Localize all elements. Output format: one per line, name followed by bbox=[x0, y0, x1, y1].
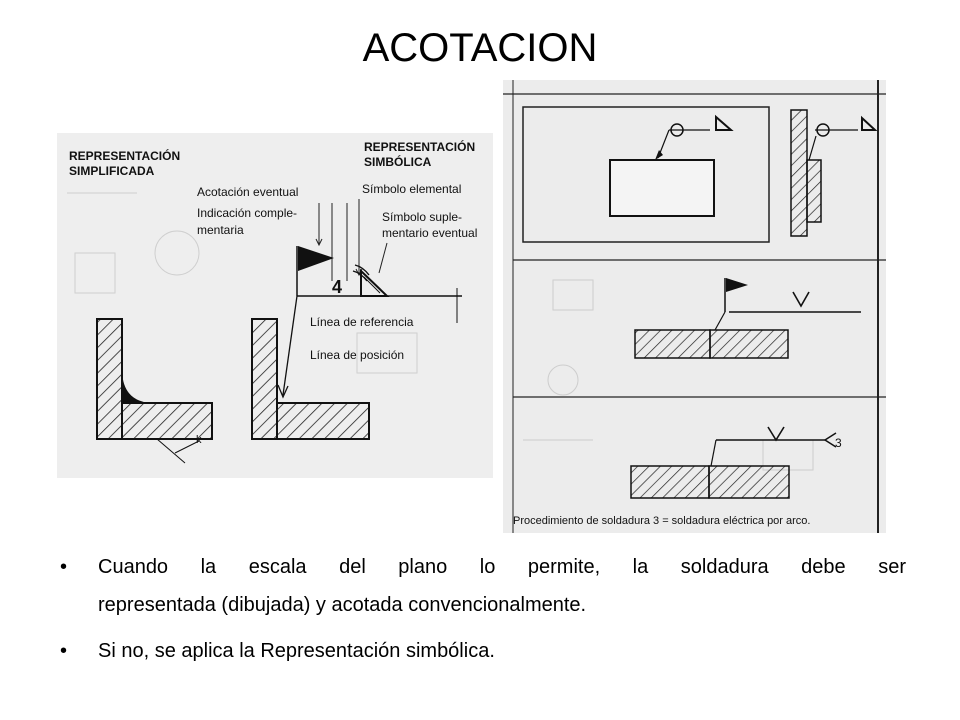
weld-process-drawing: 3 Procedimiento de soldadura 3 = soldadu… bbox=[503, 80, 886, 533]
leader-lines bbox=[315, 199, 388, 281]
label-indicacion-line2: mentaria bbox=[197, 223, 244, 237]
label-simbolo-suplementario-line2: mentario eventual bbox=[382, 226, 477, 240]
figure-caption: Procedimiento de soldadura 3 = soldadura… bbox=[513, 515, 810, 527]
section-dividers bbox=[503, 80, 886, 533]
bullet-1-line1: Cuando la escala del plano lo permite, l… bbox=[98, 556, 906, 578]
top-panel bbox=[522, 106, 878, 243]
weld-representation-figure: REPRESENTACIÓN SIMPLIFICADA REPRESENTACI… bbox=[57, 133, 493, 478]
label-indicacion-line1: Indicación comple- bbox=[197, 206, 297, 220]
simplified-joint: k bbox=[96, 318, 213, 464]
heading-symbolic-line1: REPRESENTACIÓN bbox=[364, 139, 475, 154]
bullet-2-line1: Si no, se aplica la Representación simbó… bbox=[98, 640, 495, 662]
label-acotacion-eventual: Acotación eventual bbox=[197, 185, 298, 199]
heading-simplified-line2: SIMPLIFICADA bbox=[69, 164, 155, 178]
bullet-item-1: • Cuando la escala del plano lo permite,… bbox=[58, 548, 906, 624]
weld-symbol: 4 bbox=[296, 246, 462, 323]
label-linea-referencia: Línea de referencia bbox=[310, 315, 414, 329]
bullet-item-2: • Si no, se aplica la Representación sim… bbox=[58, 632, 906, 670]
process-number: 3 bbox=[835, 436, 842, 450]
slide-title: ACOTACION bbox=[362, 26, 598, 70]
bullet-dot-icon: • bbox=[60, 556, 68, 578]
label-linea-posicion: Línea de posición bbox=[310, 348, 404, 362]
bullet-list: • Cuando la escala del plano lo permite,… bbox=[58, 548, 906, 678]
leg-size-label: k bbox=[196, 434, 202, 446]
middle-panel bbox=[634, 278, 861, 359]
weld-process-figure: 3 Procedimiento de soldadura 3 = soldadu… bbox=[503, 80, 886, 533]
heading-symbolic-line2: SIMBÓLICA bbox=[364, 154, 432, 169]
label-simbolo-elemental: Símbolo elemental bbox=[362, 182, 461, 196]
bullet-1-line2: representada (dibujada) y acotada conven… bbox=[98, 594, 587, 616]
bottom-panel: 3 bbox=[630, 426, 842, 499]
weld-representation-drawing: REPRESENTACIÓN SIMPLIFICADA REPRESENTACI… bbox=[67, 139, 477, 464]
bullet-dot-icon: • bbox=[60, 640, 68, 662]
dimension-value: 4 bbox=[332, 277, 342, 297]
symbolic-joint bbox=[251, 318, 370, 440]
arrow-line bbox=[277, 295, 298, 399]
label-simbolo-suplementario-line1: Símbolo suple- bbox=[382, 210, 462, 224]
heading-simplified-line1: REPRESENTACIÓN bbox=[69, 148, 180, 163]
